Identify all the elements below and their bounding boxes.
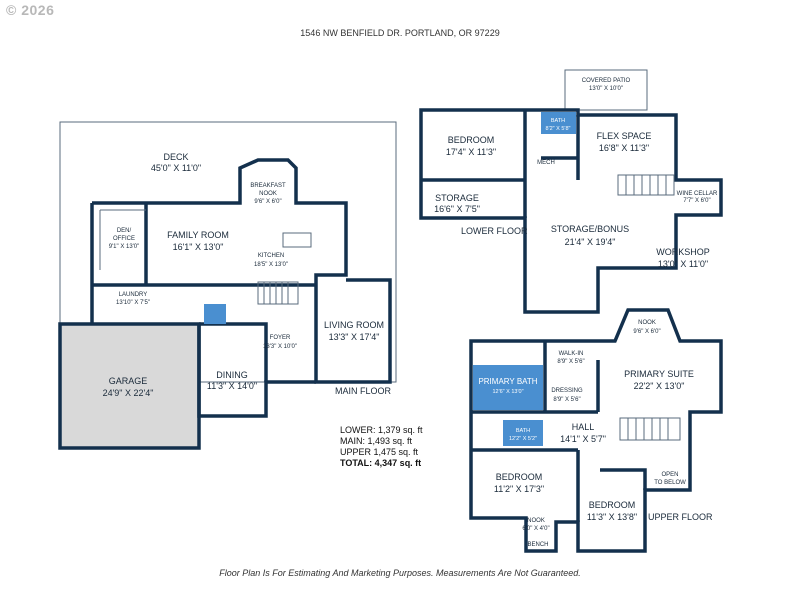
workshop-label: WORKSHOP [656,247,710,257]
living-room-label: LIVING ROOM [324,320,384,330]
dining-label: DINING [216,370,248,380]
dressing-label: DRESSING [551,388,583,394]
walk-in-label: WALK-IN [559,351,584,357]
lower-bath-dims: 8'2" X 5'8" [546,126,571,132]
main-floor-walls-south [90,203,316,418]
upper-floor-plan: NOOK 9'6" X 6'0" WALK-IN 8'9" X 5'6" PRI… [469,308,723,553]
primary-suite-label: PRIMARY SUITE [624,369,694,379]
upper-bedroom-2-label: BEDROOM [589,500,636,510]
garage-walls [58,322,201,450]
breakfast-nook-label-1: BREAKFAST [250,183,286,189]
kitchen-dims: 18'5" X 13'0" [254,262,288,268]
den-office-label-2: OFFICE [113,236,135,242]
mech-label: MECH [537,160,555,166]
family-room-label: FAMILY ROOM [167,230,229,240]
den-office-dims: 9'1" X 13'0" [109,244,140,250]
bench-nook-label: NOOK [527,518,545,524]
wine-cellar-dims: 7'7" X 6'0" [683,198,710,204]
total-sqft: TOTAL: 4,347 sq. ft [340,458,422,468]
breakfast-nook-dims: 9'6" X 6'0" [254,199,281,205]
main-stairs [257,281,299,305]
primary-suite-dims: 22'2" X 13'0" [634,381,685,391]
lower-floor-label: LOWER FLOOR [461,226,528,236]
covered-patio-dims: 13'0" X 10'0" [589,86,623,92]
lower-bath-label: BATH [551,118,565,124]
hall-label: HALL [572,422,595,432]
storage-bonus-label: STORAGE/BONUS [551,224,629,234]
upper-nook-dims: 9'6" X 6'0" [633,329,660,335]
hall-bath-label: BATH [516,428,530,434]
copyright-watermark: © 2026 [6,2,55,18]
lower-floor-plan: COVERED PATIO 13'0" X 10'0" BEDROOM 17'4… [419,69,723,314]
upper-stairs [619,417,681,441]
upper-bedroom-1-label: BEDROOM [496,472,543,482]
bench-label: BENCH [527,542,548,548]
wine-cellar-label: WINE CELLAR [677,191,718,197]
lower-bath-fill [541,112,576,134]
square-footage-summary: LOWER: 1,379 sq. ft MAIN: 1,493 sq. ft U… [340,425,423,469]
bench-nook-dims: 6'0" X 4'0" [522,526,549,532]
main-floor-interior-walls [92,203,316,382]
main-floor-walls-north-east [92,158,392,384]
garage-area [60,324,199,448]
flex-space-dims: 16'8" X 11'3" [599,143,649,153]
main-floor-plan: DECK 45'0" X 11'0" BREAKFAST NOOK 9'6" X… [58,121,397,450]
main-floor-label: MAIN FLOOR [335,386,392,396]
hall-bath-fill [503,420,543,446]
upper-bedroom-1-dims: 11'2" X 17'3" [494,484,544,494]
hall-dims: 14'1" X 5'7" [560,434,606,444]
primary-bath-dims: 12'6" X 13'0" [492,389,523,395]
foyer-dims: 13'3" X 10'0" [263,344,297,350]
upper-nook-label: NOOK [638,320,656,326]
walk-in-dims: 8'9" X 5'6" [557,359,584,365]
lower-bedroom-label: BEDROOM [448,135,495,145]
laundry-dims: 13'10" X 7'5" [116,300,150,306]
upper-bedroom-2-dims: 11'3" X 13'8" [587,512,637,522]
living-room-dims: 13'3" X 17'4" [329,332,380,342]
dining-dims: 11'3" X 14'0" [207,381,257,391]
deck-dims: 45'0" X 11'0" [151,163,201,173]
covered-patio-outline [564,69,648,111]
main-sqft: MAIN: 1,493 sq. ft [340,436,413,446]
breakfast-nook-label-2: NOOK [259,191,277,197]
lower-floor-interior-walls [421,110,580,218]
family-room-dims: 16'1" X 13'0" [173,242,224,252]
workshop-dims: 13'0" X 11'0" [658,259,708,269]
hall-bath-dims: 12'2" X 5'2" [509,436,537,442]
laundry-label: LAUNDRY [119,292,148,298]
open-to-below-line-1: OPEN [661,472,678,478]
covered-patio-label: COVERED PATIO [582,78,631,84]
foyer-label: FOYER [270,335,291,341]
deck-outline [59,121,397,383]
upper-floor-label: UPPER FLOOR [648,512,713,522]
upper-sqft: UPPER 1,475 sq. ft [340,447,419,457]
garage-label: GARAGE [109,376,148,386]
open-to-below-line-2: TO BELOW [654,480,686,486]
lower-bedroom-dims: 17'4" X 11'3" [446,147,496,157]
dressing-dims: 8'9" X 5'6" [553,397,580,403]
lower-stairs [617,174,675,196]
primary-bath-label: PRIMARY BATH [478,377,537,386]
storage-bonus-dims: 21'4" X 19'4" [565,237,616,247]
kitchen-island [282,232,312,248]
den-detail [99,209,146,270]
garage-dims: 24'9" X 22'4" [103,388,154,398]
lower-storage-label: STORAGE [435,193,479,203]
kitchen-label: KITCHEN [258,253,284,259]
den-office-label-1: DEN/ [117,228,132,234]
deck-label: DECK [163,152,188,162]
powder-bath [204,304,226,324]
lower-storage-dims: 16'6" X 7'5" [434,204,480,214]
flex-space-label: FLEX SPACE [597,131,652,141]
lower-sqft: LOWER: 1,379 sq. ft [340,425,423,435]
disclaimer-note: Floor Plan Is For Estimating And Marketi… [219,568,581,578]
upper-floor-interior-walls [471,341,647,522]
property-address: 1546 NW BENFIELD DR. PORTLAND, OR 97229 [300,28,500,38]
primary-bath-fill [473,365,543,410]
lower-floor-walls [419,108,723,314]
